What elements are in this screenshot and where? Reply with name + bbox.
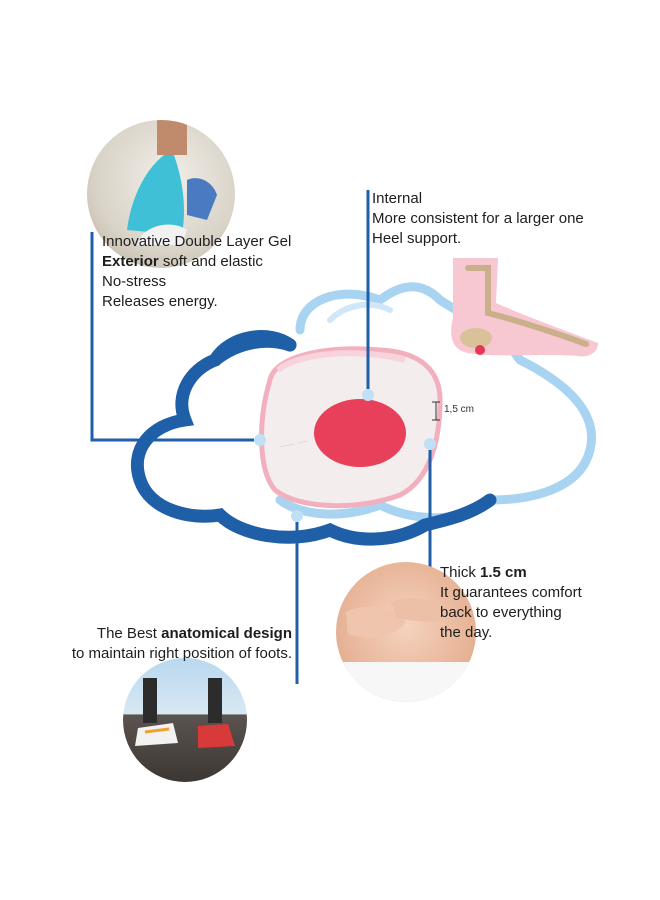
anat-line-1: The Best anatomical design	[52, 624, 292, 644]
running-shoe-photo	[87, 120, 235, 268]
thick-line-3: back to everything	[440, 604, 562, 621]
thick-line-1-pre: Thick	[440, 564, 481, 581]
anat-line-1-pre: The Best	[96, 625, 162, 642]
gel-line-2-bold: Exterior	[102, 253, 159, 270]
gel-line-1: Innovative Double Layer Gel	[102, 233, 292, 250]
internal-line-2: More consistent for a larger one	[372, 210, 584, 227]
callout-gel: Innovative Double Layer Gel Exterior sof…	[102, 232, 291, 312]
anat-line-1-bold: anatomical design	[161, 625, 292, 642]
heel-cup-rim	[276, 350, 406, 373]
thick-line-1-bold: 1.5 cm	[480, 564, 527, 581]
gel-line-3: No-stress	[102, 273, 167, 290]
light-cloud-outline	[275, 282, 596, 523]
gel-line-4: Releases energy.	[102, 293, 218, 310]
connector-gel	[90, 232, 254, 442]
dimension-label: 1,5 cm	[444, 404, 475, 415]
callout-thick: Thick 1.5 cm It guarantees comfort back …	[440, 563, 582, 643]
thick-line-1: Thick 1.5 cm	[440, 563, 582, 583]
red-gel-pad	[314, 399, 406, 467]
callout-internal: Internal More consistent for a larger on…	[372, 189, 584, 249]
dimension-bracket	[432, 401, 440, 421]
callout-dot-gel	[254, 434, 266, 446]
light-cloud-inner	[327, 301, 393, 323]
callout-dot-thick	[424, 438, 436, 450]
thick-line-2: It guarantees comfort	[440, 584, 582, 601]
foot-xray-illustration	[408, 258, 604, 366]
anat-line-2: to maintain right position of foots.	[71, 645, 292, 662]
gel-line-2-rest: soft and elastic	[158, 253, 263, 270]
callout-anatomical: The Best anatomical design to maintain r…	[52, 624, 292, 664]
callout-dot-internal	[362, 389, 374, 401]
dark-cloud-top	[208, 334, 297, 367]
internal-line-3: Heel support.	[372, 230, 462, 247]
gel-line-2: Exterior soft and elastic	[102, 252, 291, 272]
dark-cloud-outline	[130, 330, 497, 546]
internal-line-1: Internal	[372, 190, 423, 207]
thick-line-4: the day.	[440, 624, 493, 641]
callout-dot-anatomical	[291, 510, 303, 522]
sneakers-photo	[123, 658, 247, 782]
back-massage-photo	[336, 562, 476, 702]
